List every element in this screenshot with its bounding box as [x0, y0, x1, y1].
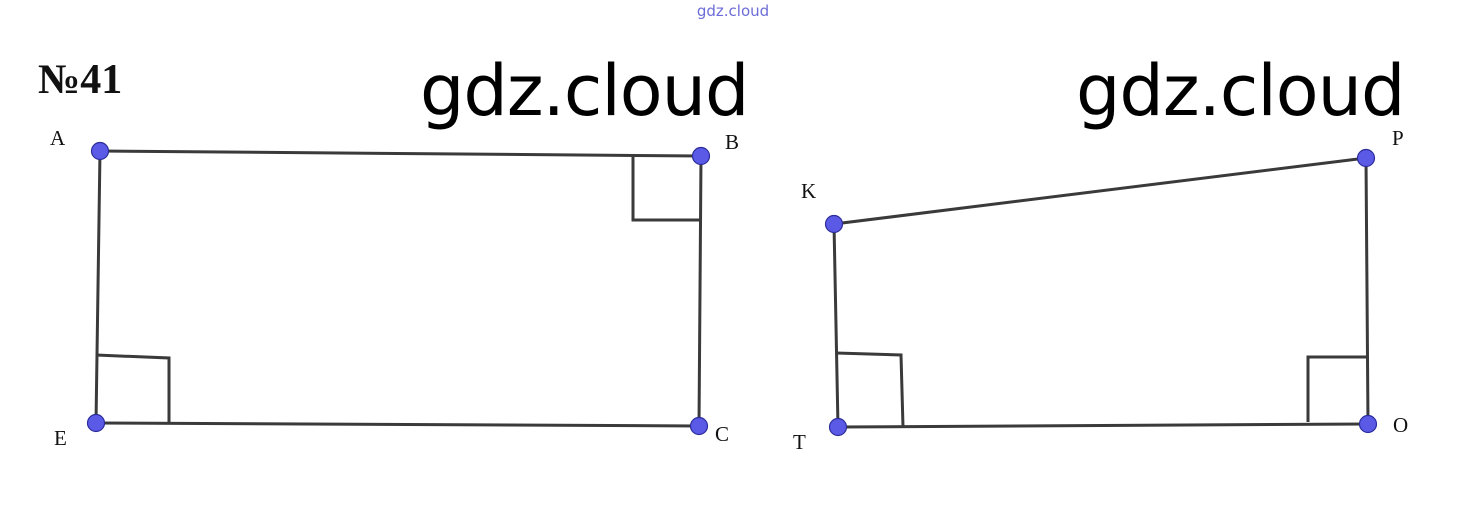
right-angle-mark-o: [1306, 355, 1368, 422]
label-a: A: [50, 126, 66, 150]
side-po: [1364, 157, 1370, 425]
side-kp: [833, 156, 1367, 226]
point-k: [824, 214, 844, 234]
figure-trapezoid: [832, 156, 1370, 429]
points-trapezoid: [824, 148, 1378, 437]
label-p: P: [1392, 126, 1404, 150]
points-rectangle: [86, 141, 711, 436]
point-c: [689, 416, 709, 436]
side-tk: [832, 223, 840, 428]
label-k: K: [801, 179, 816, 203]
point-o: [1358, 414, 1378, 434]
point-a: [90, 141, 110, 161]
label-o: O: [1393, 413, 1408, 437]
label-b: B: [725, 130, 739, 154]
watermark-right: gdz.cloud: [1076, 50, 1405, 132]
side-ea: [94, 150, 102, 424]
right-angle-mark-b: [631, 156, 701, 222]
point-e: [86, 413, 106, 433]
watermark-left: gdz.cloud: [420, 50, 749, 132]
point-t: [828, 417, 848, 437]
side-bc: [697, 155, 703, 427]
right-angle-mark-e: [95, 353, 171, 424]
point-p: [1356, 148, 1376, 168]
label-c: C: [715, 422, 729, 446]
side-ce: [95, 421, 700, 428]
side-ot: [837, 422, 1369, 429]
label-e: E: [54, 426, 67, 450]
side-ab: [99, 149, 702, 158]
label-t: T: [793, 430, 806, 454]
right-angle-mark-t: [835, 351, 905, 428]
figure-rectangle: [94, 149, 703, 428]
point-b: [691, 146, 711, 166]
watermark-top: gdz.cloud: [696, 2, 770, 20]
problem-number: №41: [38, 57, 123, 103]
